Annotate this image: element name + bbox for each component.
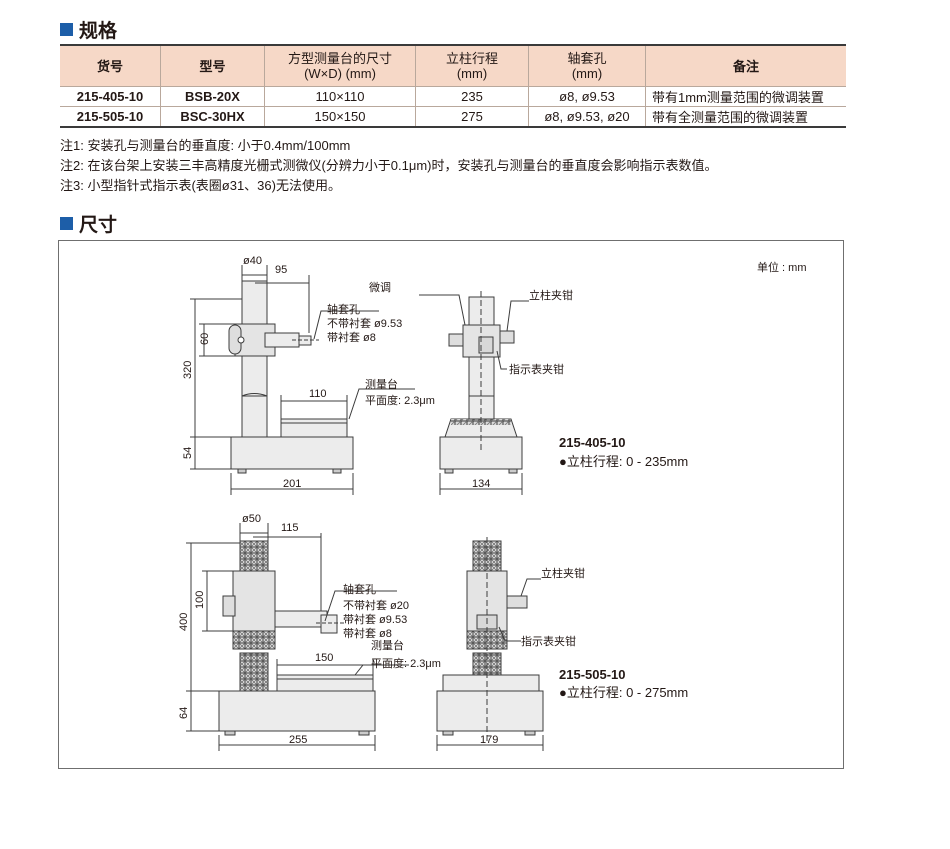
label-with-bush: 带衬套 ø8 [327, 331, 376, 344]
dimension-drawing: 单位 : mm ø40 95 60 [178, 255, 807, 751]
cell-stroke: 235 [415, 86, 529, 107]
label-without-bush: 不带衬套 ø20 [343, 599, 409, 612]
label-measuring-table: 测量台 [371, 638, 404, 652]
note-1: 注1: 安装孔与测量台的垂直度: 小于0.4mm/100mm [60, 138, 351, 153]
label-flatness: 平面度: 2.3μm [371, 656, 441, 670]
stand-1-side-view: 微调 立柱夹钳 指示表夹钳 134 [369, 280, 573, 495]
label-bore: 轴套孔 [343, 582, 376, 596]
cell-model: BSB-20X [160, 86, 265, 107]
spec-header-row: 货号 型号 方型测量台的尺寸 (W×D) (mm) 立柱行程 (mm) 轴套孔 … [60, 44, 846, 87]
model-label: 215-405-10 [559, 435, 626, 450]
col-header-table-size: 方型测量台的尺寸 (W×D) (mm) [264, 44, 416, 87]
dim-table-width: 110 [309, 388, 327, 400]
cell-model: BSC-30HX [160, 106, 265, 128]
label-with-bush-1: 带衬套 ø9.53 [343, 613, 407, 626]
label-flatness: 平面度: 2.3μm [365, 393, 435, 407]
dim-total-height: 400 [178, 613, 190, 631]
dim-base-height: 54 [182, 447, 194, 459]
table-row: 215-505-10 BSC-30HX 150×150 275 ø8, ø9.5… [60, 106, 846, 128]
dim-carriage-height: 60 [199, 333, 211, 345]
stroke-label: ●立柱行程: 0 - 235mm [559, 454, 688, 469]
cell-bore: ø8, ø9.53, ø20 [528, 106, 646, 128]
cell-stroke: 275 [415, 106, 529, 128]
stand-1-column-lower [241, 395, 268, 438]
cell-part-no: 215-405-10 [60, 86, 161, 107]
stand-2-front-view: ø50 115 100 400 64 150 255 轴套孔 不带衬套 ø20 … [178, 513, 441, 751]
label-column-clamp: 立柱夹钳 [541, 566, 585, 580]
stand-1-table [280, 418, 348, 438]
label-measuring-table: 测量台 [365, 377, 398, 391]
dim-base-height: 64 [178, 707, 190, 719]
stand-1-front-view: ø40 95 60 320 54 110 201 轴套孔 不带衬套 ø9.53 … [182, 255, 435, 495]
col-header-model: 型号 [160, 44, 265, 87]
dim-table-width: 150 [315, 652, 333, 664]
dim-column-dia: ø40 [243, 255, 262, 267]
unit-label: 单位 : mm [757, 260, 807, 274]
dim-base-width: 201 [283, 478, 301, 490]
col-header-bore: 轴套孔 (mm) [528, 44, 646, 87]
label-without-bush: 不带衬套 ø9.53 [327, 317, 402, 330]
spec-heading: 规格 [60, 16, 117, 43]
note-2: 注2: 在该台架上安装三丰高精度光栅式测微仪(分辨力小于0.1μm)时，安装孔与… [60, 158, 718, 173]
cell-table-size: 110×110 [264, 86, 416, 107]
label-fine-adjust: 微调 [369, 280, 391, 294]
label-bore: 轴套孔 [327, 302, 360, 316]
dim-carriage-height: 100 [194, 591, 206, 609]
label-indicator-clamp: 指示表夹钳 [509, 362, 564, 376]
blue-square-icon [60, 217, 73, 230]
cell-table-size: 150×150 [264, 106, 416, 128]
label-indicator-clamp: 指示表夹钳 [521, 634, 576, 648]
cell-bore: ø8, ø9.53 [528, 86, 646, 107]
dim-heading: 尺寸 [60, 210, 117, 237]
dim-heading-text: 尺寸 [79, 214, 118, 236]
dim-side-width: 134 [472, 478, 490, 490]
stand-1-base [230, 436, 354, 470]
notes: 注1: 安装孔与测量台的垂直度: 小于0.4mm/100mm 注2: 在该台架上… [60, 136, 718, 196]
model-label: 215-505-10 [559, 667, 626, 682]
dim-column-dia: ø50 [242, 513, 261, 525]
cell-remarks: 带有全测量范围的微调装置 [645, 106, 846, 128]
dimension-drawing-frame: 单位 : mm ø40 95 60 [58, 240, 844, 769]
cell-remarks: 带有1mm测量范围的微调装置 [645, 86, 846, 107]
dim-side-width: 179 [480, 734, 498, 746]
blue-square-icon [60, 23, 73, 36]
dim-total-height: 320 [182, 361, 194, 379]
label-column-clamp: 立柱夹钳 [529, 288, 573, 302]
stand-2-side-view: 立柱夹钳 指示表夹钳 179 [436, 537, 585, 751]
spec-table: 货号 型号 方型测量台的尺寸 (W×D) (mm) 立柱行程 (mm) 轴套孔 … [60, 44, 846, 128]
dim-arm-length: 115 [281, 522, 299, 534]
note-3: 注3: 小型指针式指示表(表圈ø31、36)无法使用。 [60, 178, 341, 193]
stroke-label: ●立柱行程: 0 - 275mm [559, 685, 688, 700]
table-row: 215-405-10 BSB-20X 110×110 235 ø8, ø9.53… [60, 86, 846, 107]
spec-heading-text: 规格 [79, 20, 118, 42]
col-header-part-no: 货号 [60, 44, 161, 87]
cell-part-no: 215-505-10 [60, 106, 161, 128]
dim-base-width: 255 [289, 734, 307, 746]
dim-arm-length: 95 [275, 264, 287, 276]
label-with-bush-2: 带衬套 ø8 [343, 627, 392, 640]
col-header-remarks: 备注 [645, 44, 846, 87]
col-header-stroke: 立柱行程 (mm) [415, 44, 529, 87]
